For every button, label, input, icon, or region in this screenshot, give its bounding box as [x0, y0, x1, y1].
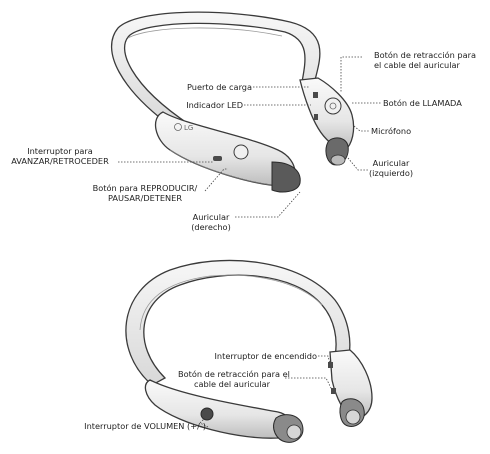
label-earbud-left: Auricular (izquierdo) — [352, 158, 430, 178]
label-retract-top: Botón de retracción para el cable del au… — [374, 50, 476, 70]
top-play-button-shape — [234, 145, 248, 159]
top-call-button-shape — [325, 98, 341, 114]
svg-text:LG: LG — [184, 124, 193, 132]
label-earbud-right-line2: (derecho) — [188, 222, 234, 232]
leader-retract-bottom — [285, 378, 332, 390]
label-play-line1: Botón para REPRODUCIR/ — [86, 183, 204, 193]
bottom-power-switch-shape — [328, 362, 333, 368]
label-play-button: Botón para REPRODUCIR/ PAUSAR/DETENER — [86, 183, 204, 203]
label-charge-port: Puerto de carga — [172, 82, 252, 92]
label-earbud-left-line1: Auricular — [352, 158, 430, 168]
label-earbud-right-line1: Auricular — [188, 212, 234, 222]
top-earbud-right — [272, 162, 300, 192]
top-neckband — [112, 12, 320, 130]
label-mic: Micrófono — [371, 126, 411, 136]
top-forward-switch-shape — [213, 156, 222, 161]
label-led: Indicador LED — [172, 100, 243, 110]
label-retract-bottom-line2: cable del auricular — [178, 379, 286, 389]
label-call-button: Botón de LLAMADA — [383, 98, 462, 108]
label-retract-bottom: Botón de retracción para el cable del au… — [178, 369, 286, 389]
label-forward-line1: Interruptor para — [4, 146, 116, 156]
label-retract-bottom-line1: Botón de retracción para el — [178, 369, 286, 379]
leader-earbud-right — [235, 192, 300, 217]
leader-retract-top — [341, 57, 362, 92]
label-retract-top-line1: Botón de retracción para — [374, 50, 476, 60]
label-earbud-left-line2: (izquierdo) — [352, 168, 430, 178]
bottom-volume-switch-shape — [201, 408, 213, 420]
label-retract-top-line2: el cable del auricular — [374, 60, 476, 70]
label-volume-switch: Interruptor de VOLUMEN (+/-) — [30, 421, 206, 431]
label-play-line2: PAUSAR/DETENER — [86, 193, 204, 203]
leader-mic — [354, 126, 370, 131]
label-forward-switch: Interruptor para AVANZAR/RETROCEDER — [4, 146, 116, 166]
label-power-switch: Interruptor de encendido — [180, 351, 317, 361]
label-forward-line2: AVANZAR/RETROCEDER — [4, 156, 116, 166]
label-earbud-right: Auricular (derecho) — [188, 212, 234, 232]
bottom-retract-button-shape — [331, 388, 336, 394]
bottom-neckband — [126, 260, 350, 385]
top-left-arm-body — [300, 78, 354, 150]
